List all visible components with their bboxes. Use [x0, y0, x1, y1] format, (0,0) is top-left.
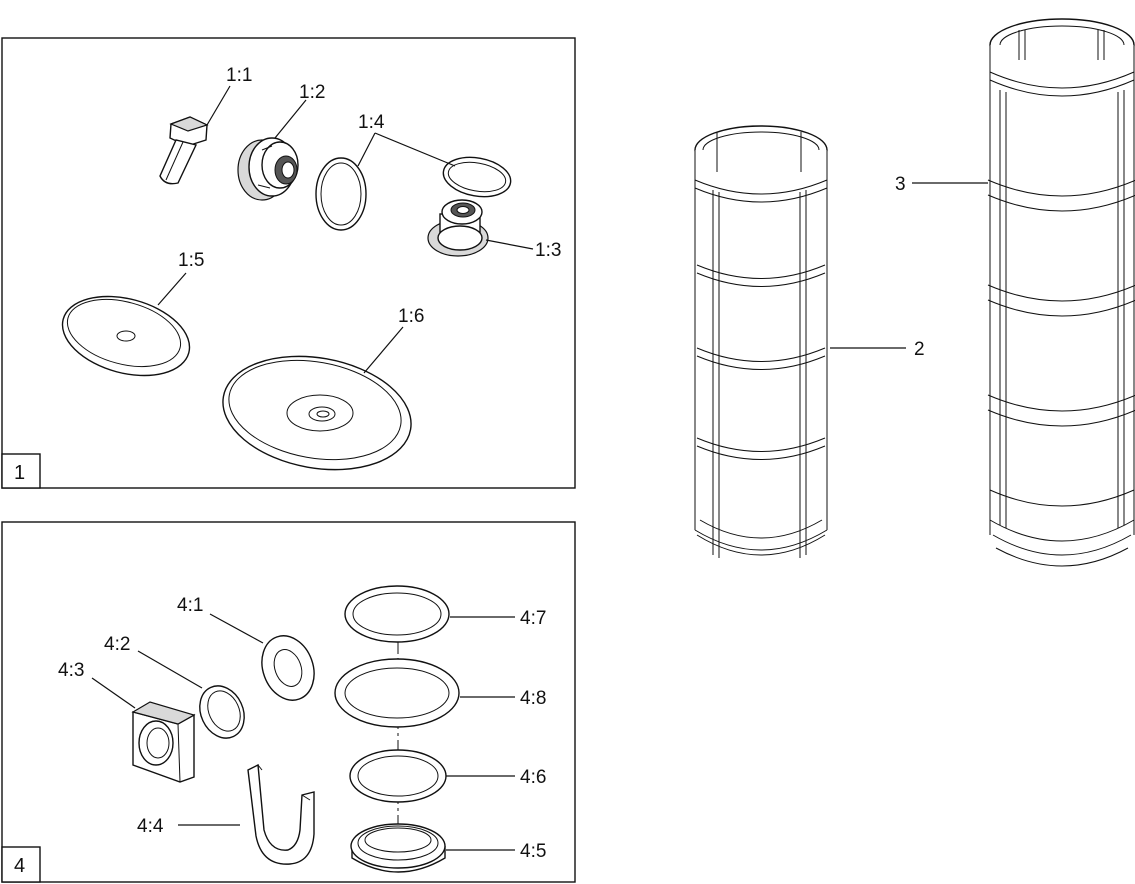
callout-4-8: 4:8 [520, 688, 546, 709]
part-4-3-clamp [131, 701, 196, 783]
leader-4-2 [137, 650, 203, 689]
part-1-1-bolt [159, 116, 209, 185]
leader-1-5 [157, 272, 187, 306]
part-4-1-washer [261, 635, 315, 701]
part-3-strainer-large [987, 18, 1135, 567]
callout-1-2: 1:2 [299, 82, 325, 103]
callout-4-2: 4:2 [104, 634, 130, 655]
part-1-2-fitting [237, 137, 299, 201]
callout-3: 3 [895, 174, 906, 195]
callout-4-5: 4:5 [520, 841, 546, 862]
leader-1-2 [274, 99, 307, 139]
callout-1-5: 1:5 [178, 250, 204, 271]
leader-4-1 [209, 613, 264, 644]
callout-4-6: 4:6 [520, 767, 546, 788]
callout-4-4: 4:4 [137, 816, 164, 837]
panel-1: 1 1:1 1:2 1:4 [1, 37, 576, 489]
part-1-4-o-rings [315, 156, 512, 231]
callout-1-4: 1:4 [358, 112, 385, 133]
callout-1-6: 1:6 [398, 306, 424, 327]
panel-1-number: 1 [14, 462, 25, 484]
part-4-7-ring [344, 585, 450, 643]
callout-1-3: 1:3 [535, 240, 561, 261]
part-4-2-ring [199, 685, 245, 739]
part-1-3-fitting [427, 199, 489, 257]
leader-1-6 [363, 326, 404, 374]
part-4-4-u-clip [247, 763, 315, 865]
leader-1-1 [206, 85, 231, 126]
leader-1-4b [374, 132, 456, 167]
panel-4: 4 4:1 4:2 4:3 4: [1, 521, 576, 883]
callout-4-3: 4:3 [58, 660, 84, 681]
panel-4-number: 4 [14, 855, 25, 877]
leader-1-3 [485, 239, 534, 250]
callout-4-7: 4:7 [520, 608, 546, 629]
panel-4-number-box [1, 846, 41, 883]
panel-4-frame [1, 521, 576, 883]
leader-4-3 [91, 677, 136, 709]
part-1-5-disc [61, 295, 191, 377]
part-4-6-ring [349, 749, 447, 803]
leader-1-4a [357, 132, 376, 167]
callout-4-1: 4:1 [177, 595, 203, 616]
part-1-6-disc [222, 355, 412, 471]
callout-1-1: 1:1 [226, 65, 252, 86]
panel-1-frame [1, 37, 576, 489]
part-2-strainer-small [694, 125, 828, 558]
panel-1-number-box [1, 453, 41, 489]
part-4-8-ring [334, 658, 460, 728]
part-4-5-nut [350, 823, 446, 873]
callout-2: 2 [914, 339, 925, 360]
